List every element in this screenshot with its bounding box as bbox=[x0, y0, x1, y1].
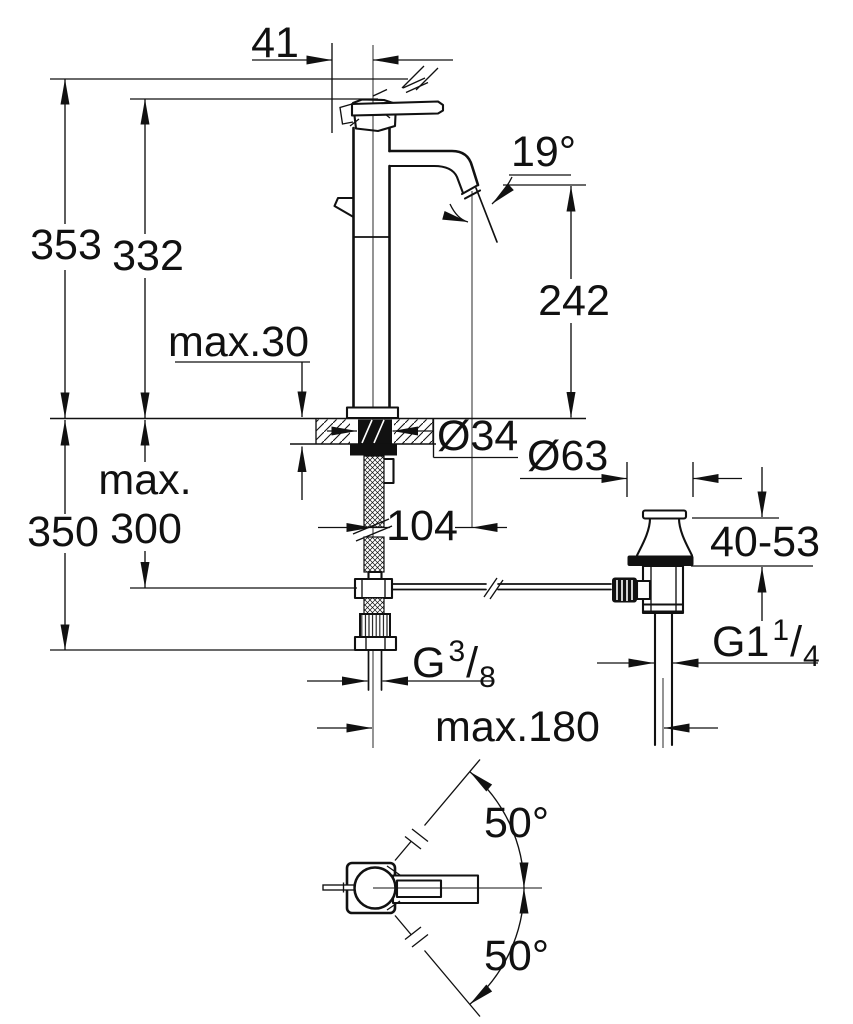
dim-dia63-label: Ø63 bbox=[527, 432, 608, 480]
handle-lever-side bbox=[339, 77, 445, 133]
braided-hose-lower bbox=[363, 597, 385, 615]
dim-max30-label: max.30 bbox=[168, 318, 309, 366]
junction-detail bbox=[361, 579, 386, 598]
spout bbox=[388, 149, 482, 200]
dim-353: 353 bbox=[30, 79, 102, 418]
dim-104: 104 bbox=[318, 502, 507, 550]
swivel-arc-lower bbox=[469, 887, 529, 1005]
dim-40-53: 40-53 bbox=[691, 467, 820, 621]
lever-slot-plan bbox=[395, 879, 443, 899]
stream-angle-line bbox=[475, 187, 498, 243]
supply-nut bbox=[353, 635, 398, 652]
knurled-coupling bbox=[359, 613, 391, 638]
swivel-break-lower bbox=[404, 926, 429, 948]
swivel-line-lower bbox=[394, 915, 481, 1017]
drain-tailpipe bbox=[653, 611, 674, 747]
swivel-line-upper bbox=[394, 759, 481, 861]
dim-dia34-label: Ø34 bbox=[437, 412, 518, 460]
lower-reference-lines bbox=[50, 587, 357, 651]
dim-350-label: 350 bbox=[27, 508, 99, 556]
spout-outer-curve bbox=[388, 149, 480, 187]
drain-slip-ring bbox=[642, 603, 684, 613]
faucet-side-view bbox=[333, 77, 482, 420]
dim-242: 242 bbox=[538, 186, 610, 418]
drain-neck bbox=[635, 517, 694, 557]
supply-thread-tail bbox=[367, 649, 383, 691]
dim-332-label: 332 bbox=[112, 232, 184, 280]
dim-max300-label-line2: 300 bbox=[110, 505, 182, 553]
dim-242-label: 242 bbox=[538, 277, 610, 325]
base-plate bbox=[345, 406, 400, 420]
braided-hose-upper bbox=[363, 455, 385, 528]
dim-dia63: Ø63 bbox=[520, 432, 742, 497]
dim-50-upper-label: 50° bbox=[484, 799, 549, 847]
lever-edge-ticks bbox=[386, 865, 401, 911]
handle-plan-view bbox=[322, 759, 542, 1017]
plan-pin bbox=[322, 884, 355, 891]
shank-thread-marks bbox=[361, 419, 385, 444]
lever-highlight-dashes bbox=[372, 77, 429, 97]
dim-max30: max.30 bbox=[168, 318, 310, 500]
dim-max180: max.180 bbox=[317, 703, 718, 751]
rod-break-marks bbox=[483, 577, 504, 600]
rod-junction-fitting bbox=[353, 577, 394, 600]
rod-knob-connector bbox=[635, 579, 652, 601]
supply-hose-assembly bbox=[350, 444, 398, 691]
mounting-locknut bbox=[350, 444, 397, 456]
clamp-reference-lines bbox=[691, 517, 813, 567]
braided-hose-mid bbox=[363, 536, 385, 573]
dim-350: 350 bbox=[27, 420, 99, 650]
dim-max300: max. 300 bbox=[98, 420, 192, 588]
dim-50-lower-label: 50° bbox=[484, 932, 549, 980]
pop-up-drain bbox=[612, 509, 694, 747]
dim-max300-label-line1: max. bbox=[98, 456, 191, 504]
supply-nut-facets bbox=[365, 637, 386, 650]
body-side-tab bbox=[333, 196, 355, 219]
height-reference-lines bbox=[50, 78, 408, 100]
dim-332: 332 bbox=[112, 99, 184, 418]
dim-40-53-label: 40-53 bbox=[710, 518, 820, 566]
dim-353-label: 353 bbox=[30, 221, 102, 269]
drain-cap bbox=[641, 509, 688, 520]
rod-lines bbox=[391, 583, 612, 591]
drain-flange bbox=[627, 555, 694, 566]
reference-lines bbox=[50, 65, 586, 651]
dimensions: 41 353 332 242 19° max.30 bbox=[27, 19, 820, 980]
dim-spout-angle: 19° bbox=[442, 128, 576, 243]
dim-max180-label: max.180 bbox=[435, 703, 600, 751]
ext-lines bbox=[626, 462, 694, 497]
reference-break-marks bbox=[401, 65, 439, 91]
faucet-body-column bbox=[352, 126, 391, 409]
rod-knob bbox=[612, 577, 637, 603]
swivel-arc-upper bbox=[469, 771, 529, 889]
rod-knob-knurl bbox=[616, 580, 633, 601]
dim-41-label: 41 bbox=[251, 19, 299, 67]
swivel-break-upper bbox=[404, 828, 429, 850]
spout-inner-curve bbox=[388, 164, 465, 195]
dim-swivel-angles: 50° 50° bbox=[484, 799, 549, 980]
dim-104-label: 104 bbox=[386, 502, 458, 550]
dim-41: 41 bbox=[251, 19, 453, 133]
dim-dia34: Ø34 bbox=[327, 412, 518, 460]
lever-bar bbox=[350, 100, 445, 117]
pop-up-rod bbox=[391, 577, 612, 600]
dim-19deg-label: 19° bbox=[511, 128, 576, 176]
